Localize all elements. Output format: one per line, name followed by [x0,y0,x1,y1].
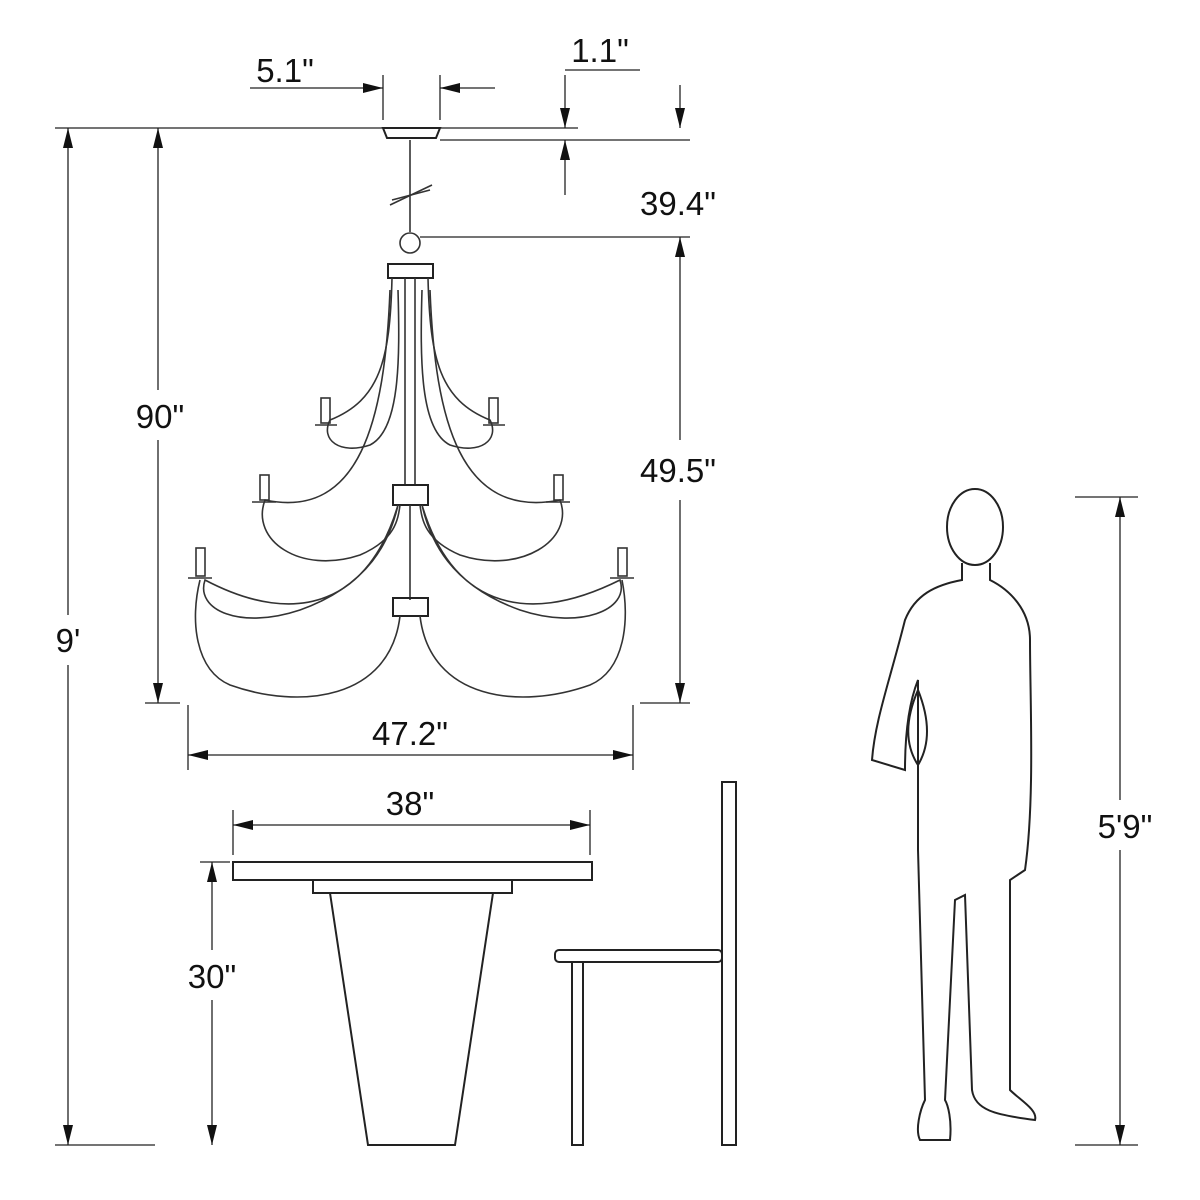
person-height-dimension: 5'9" [1098,497,1153,1145]
person-silhouette [870,488,1037,1141]
chain [389,140,433,232]
fixture-width-dimension: 47.2" [187,705,634,770]
table-height-dimension: 30" [188,861,236,1145]
ceiling-height-dimension: 9' [56,128,81,1145]
top-cap [387,263,434,279]
person-height-label: 5'9" [1098,808,1153,845]
chain-ring [399,232,421,254]
table-width-label: 38" [386,785,434,822]
floor-extension-lines [55,496,1138,1146]
total-height-label: 90" [136,398,184,435]
table [232,861,593,1146]
table-width-dimension: 38" [232,785,591,855]
body-height-label: 49.5" [640,452,716,489]
canopy [381,127,442,139]
canopy-height-dimension: 1.1" [560,32,685,195]
middle-hub [392,484,429,506]
candles [188,397,634,579]
chain-length-dimension: 39.4" [420,185,716,238]
table-height-label: 30" [188,958,236,995]
lower-hub [392,597,429,617]
canopy-width-label: 5.1" [256,52,314,89]
chain-length-label: 39.4" [640,185,716,222]
chandelier [188,127,634,698]
canopy-height-label: 1.1" [571,32,629,69]
total-height-dimension: 90" [136,128,184,704]
chair [554,781,737,1146]
ceiling-line [55,127,690,141]
ceiling-height-label: 9' [56,622,81,659]
fixture-width-label: 47.2" [372,715,448,752]
canopy-width-dimension: 5.1" [250,52,495,120]
body-height-dimension: 49.5" [640,237,716,704]
